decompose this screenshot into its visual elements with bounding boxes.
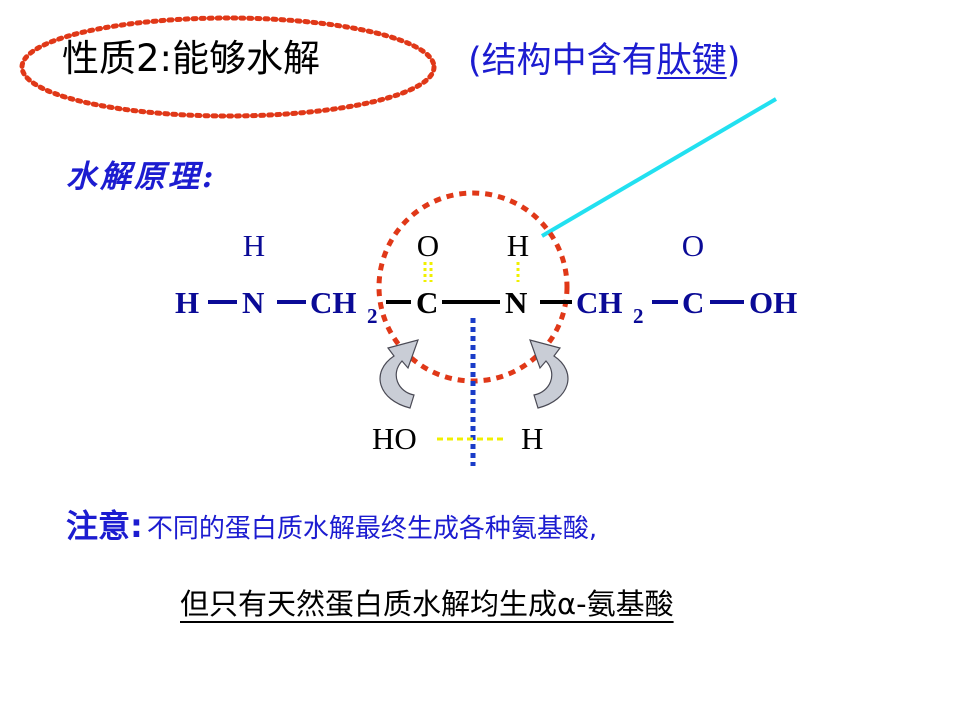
peptide-bond-pointer bbox=[540, 97, 778, 238]
formula-h1: H bbox=[175, 285, 199, 320]
formula-n2: N bbox=[505, 285, 527, 320]
principle-heading: 水解原理: bbox=[66, 159, 217, 195]
formula-o-top-1: O bbox=[417, 228, 439, 263]
note-text: 不同的蛋白质水解最终生成各种氨基酸, bbox=[146, 514, 598, 544]
formula-ch2-a: CH bbox=[310, 285, 357, 320]
formula-main-chain: H N CH 2 C N CH 2 C OH bbox=[175, 285, 797, 328]
note-label: 注意: bbox=[66, 507, 143, 545]
title-highlight-ellipse bbox=[19, 15, 437, 119]
formula-h-top-1: H bbox=[243, 228, 265, 263]
subtitle-open: ( bbox=[468, 41, 482, 81]
yellow-vertical-bonds bbox=[423, 262, 520, 282]
water-h: H bbox=[521, 421, 543, 456]
formula-sub-a: 2 bbox=[367, 304, 378, 328]
note-line: 注意:不同的蛋白质水解最终生成各种氨基酸, bbox=[66, 510, 597, 542]
formula-oh: OH bbox=[749, 285, 797, 320]
curved-arrow-icon bbox=[529, 339, 569, 409]
subtitle-emphasis: 肽键 bbox=[656, 41, 727, 81]
title-text: 性质2:能够水解 bbox=[62, 37, 321, 80]
subtitle-close: ) bbox=[726, 41, 741, 81]
water-ho: HO bbox=[372, 421, 417, 456]
formula-ch2-b: CH bbox=[576, 285, 623, 320]
formula-c1: C bbox=[416, 285, 438, 320]
formula-o-top-2: O bbox=[682, 228, 704, 263]
curved-arrow-icon bbox=[379, 339, 419, 409]
slide-subtitle: (结构中含有肽键) bbox=[468, 44, 740, 79]
conclusion-line: 但只有天然蛋白质水解均生成α-氨基酸 bbox=[180, 587, 674, 621]
slide-title: 性质2:能够水解 bbox=[62, 40, 320, 77]
subtitle-plain: 结构中含有 bbox=[481, 41, 657, 81]
formula-n1: N bbox=[242, 285, 264, 320]
formula-h-top-2: H bbox=[507, 228, 529, 263]
formula-sub-b: 2 bbox=[633, 304, 644, 328]
formula-c2: C bbox=[682, 285, 704, 320]
